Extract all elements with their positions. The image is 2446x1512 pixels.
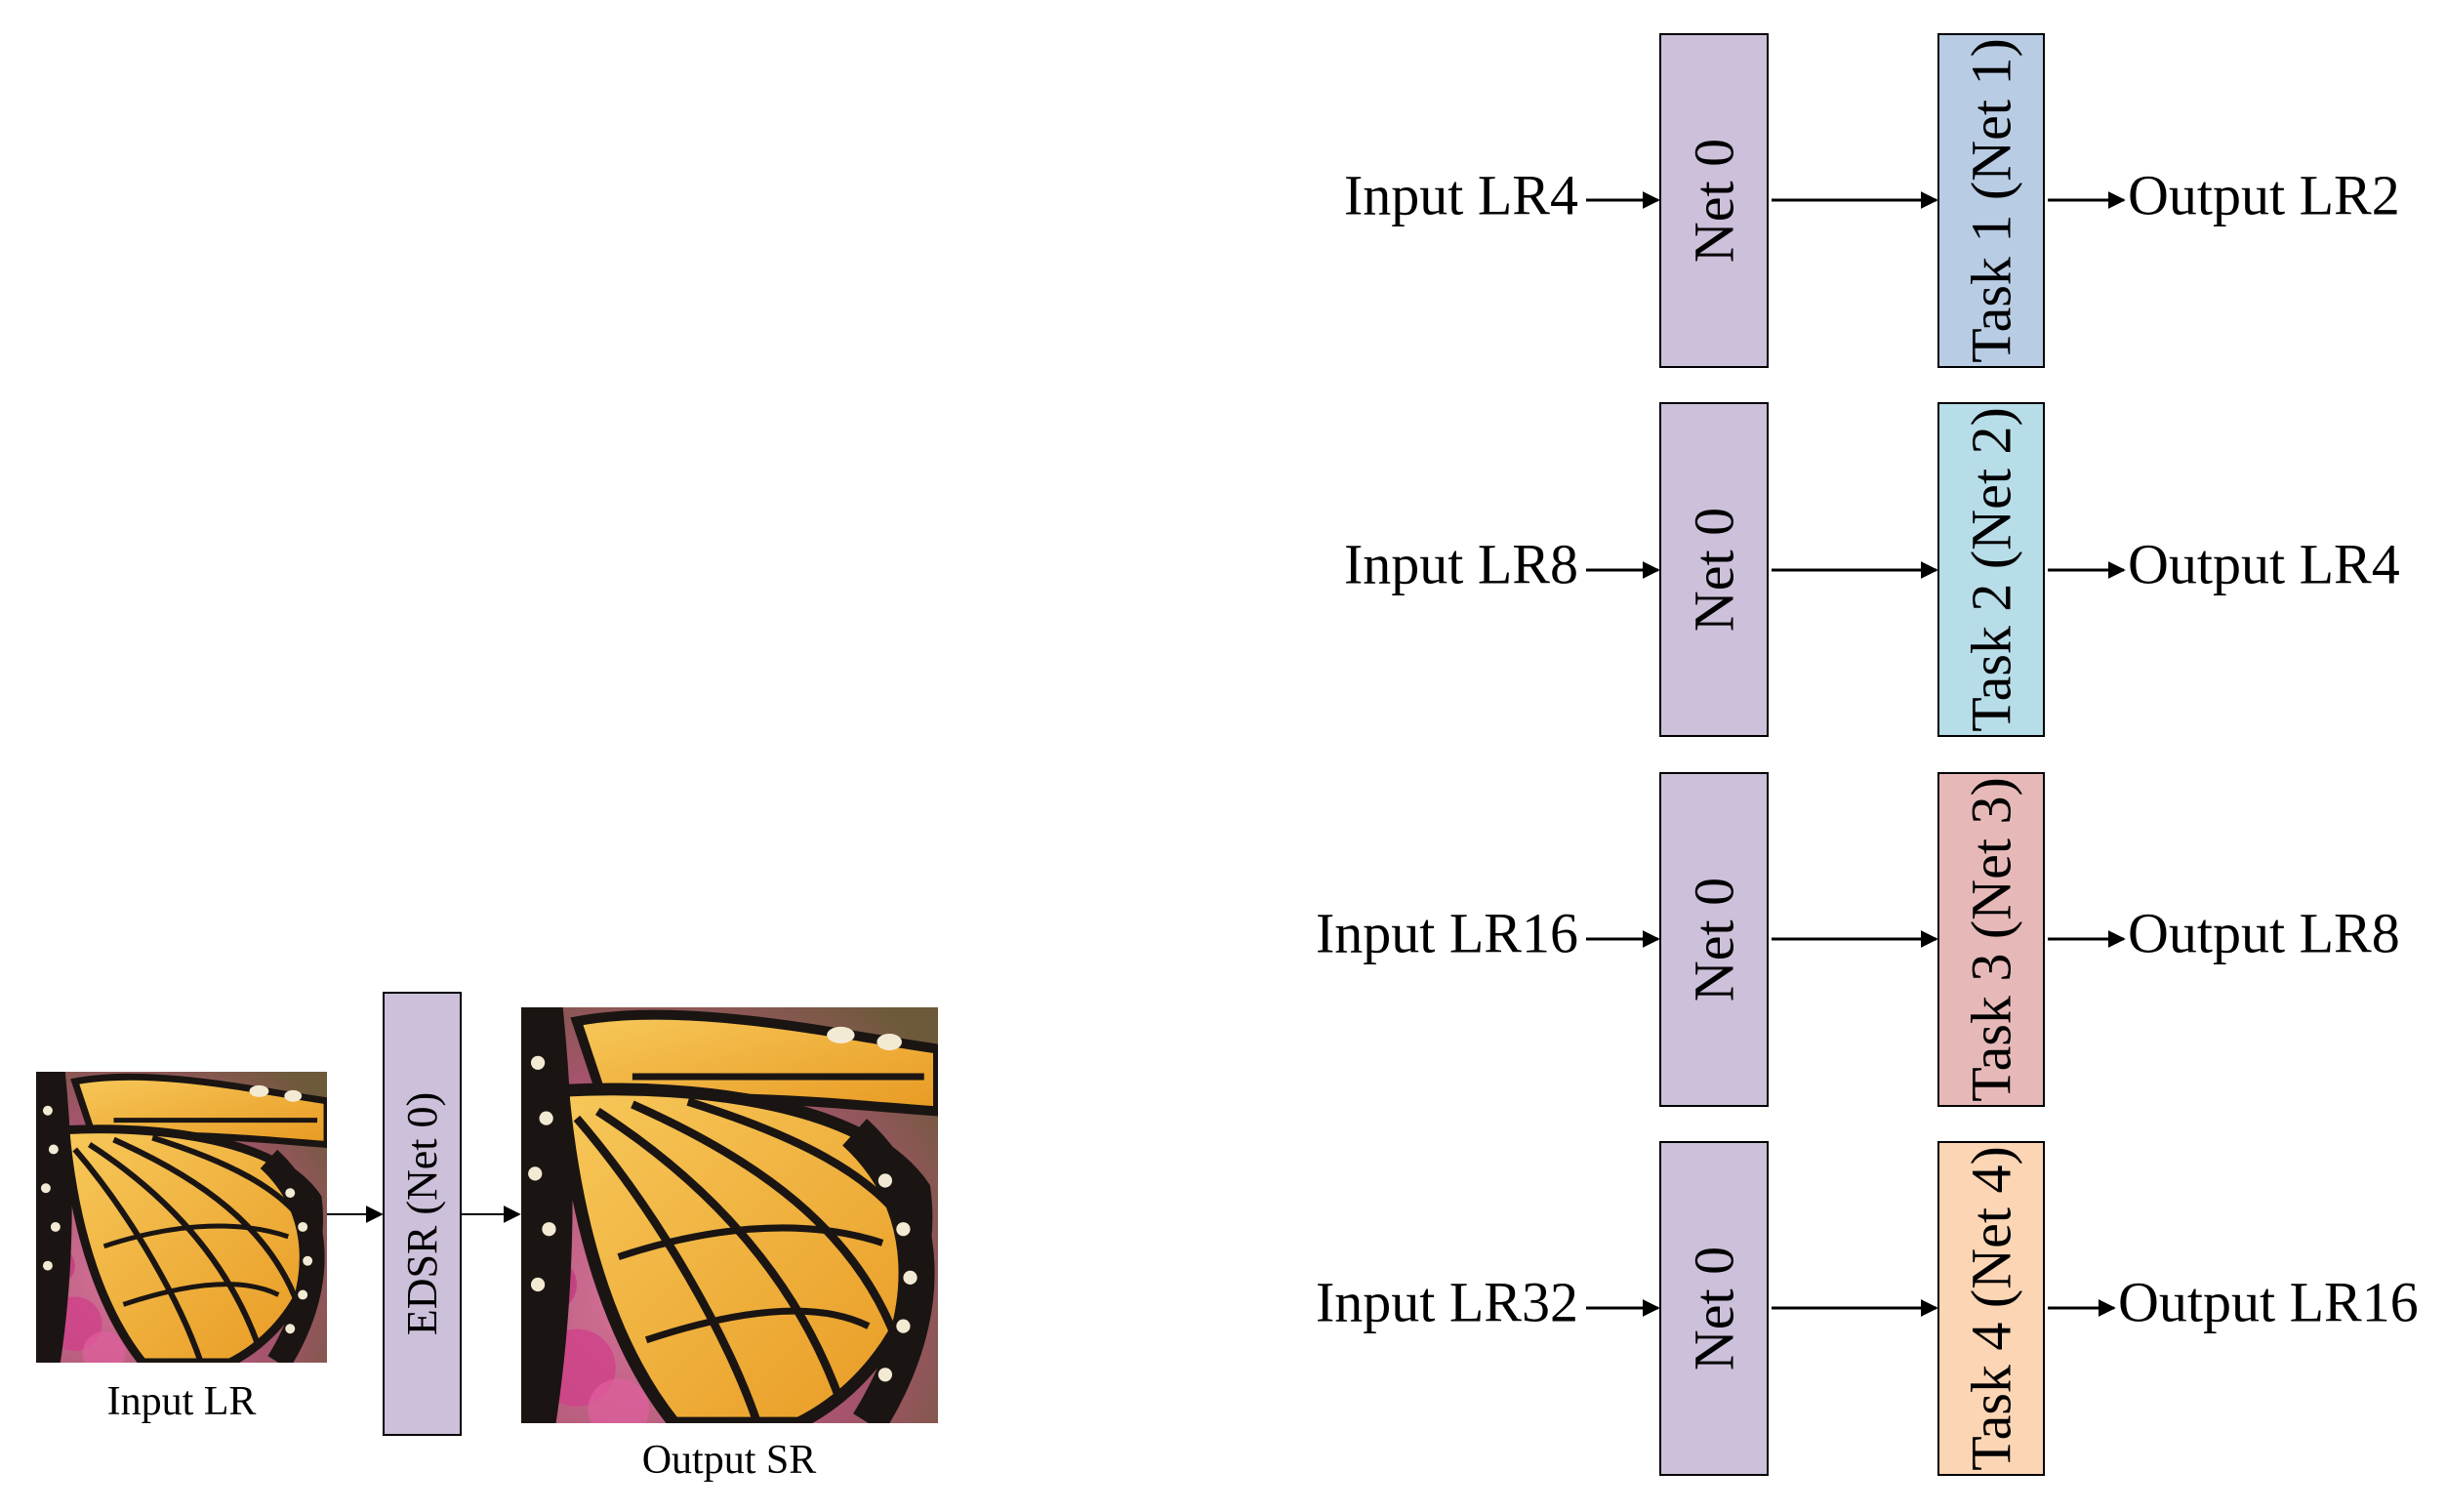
row-3-input-label: Input LR16 <box>1316 902 1578 965</box>
row-1-net0-box <box>1659 33 1769 368</box>
task-row-2: Input LR8 Net 0 Task 2 (Net 2) Output LR… <box>1344 402 2400 737</box>
row-4-input-label: Input LR32 <box>1316 1271 1578 1334</box>
row-3-net0-box <box>1659 772 1769 1107</box>
row-3-output-label: Output LR8 <box>2128 902 2400 965</box>
row-4-task-box <box>1937 1141 2045 1476</box>
task-row-4: Input LR32 Net 0 Task 4 (Net 4) Output L… <box>1316 1141 2419 1476</box>
output-sr-image <box>521 1007 938 1440</box>
row-3-net0-label: Net 0 <box>1683 878 1746 1001</box>
output-sr-caption: Output SR <box>642 1438 817 1483</box>
row-4-output-label: Output LR16 <box>2118 1271 2419 1334</box>
row-1-net0-label: Net 0 <box>1683 139 1746 263</box>
row-1-task-label: Task 1 (Net 1) <box>1960 38 2023 363</box>
row-3-task-box <box>1937 772 2045 1107</box>
row-2-input-label: Input LR8 <box>1344 533 1578 596</box>
task-row-3: Input LR16 Net 0 Task 3 (Net 3) Output L… <box>1316 772 2400 1107</box>
right-panel: Input LR4 Net 0 Task 1 (Net 1) Output LR… <box>1316 33 2419 1476</box>
row-4-task-label: Task 4 (Net 4) <box>1960 1146 2023 1471</box>
row-4-net0-label: Net 0 <box>1683 1246 1746 1370</box>
row-2-task-label: Task 2 (Net 2) <box>1960 407 2023 732</box>
row-2-net0-box <box>1659 402 1769 737</box>
row-1-task-box <box>1937 33 2045 368</box>
edsr-label: EDSR (Net 0) <box>398 1092 446 1335</box>
input-lr-image <box>36 1072 327 1374</box>
row-3-task-label: Task 3 (Net 3) <box>1960 777 2023 1102</box>
row-4-net0-box <box>1659 1141 1769 1476</box>
row-1-output-label: Output LR2 <box>2128 164 2400 227</box>
row-2-net0-label: Net 0 <box>1683 508 1746 632</box>
row-2-task-box <box>1937 402 2045 737</box>
row-1-input-label: Input LR4 <box>1344 164 1578 227</box>
row-2-output-label: Output LR4 <box>2128 533 2400 596</box>
input-lr-caption: Input LR <box>107 1379 257 1424</box>
left-panel: Input LR EDSR (Net 0) Output SR <box>36 992 938 1483</box>
task-row-1: Input LR4 Net 0 Task 1 (Net 1) Output LR… <box>1344 33 2400 368</box>
